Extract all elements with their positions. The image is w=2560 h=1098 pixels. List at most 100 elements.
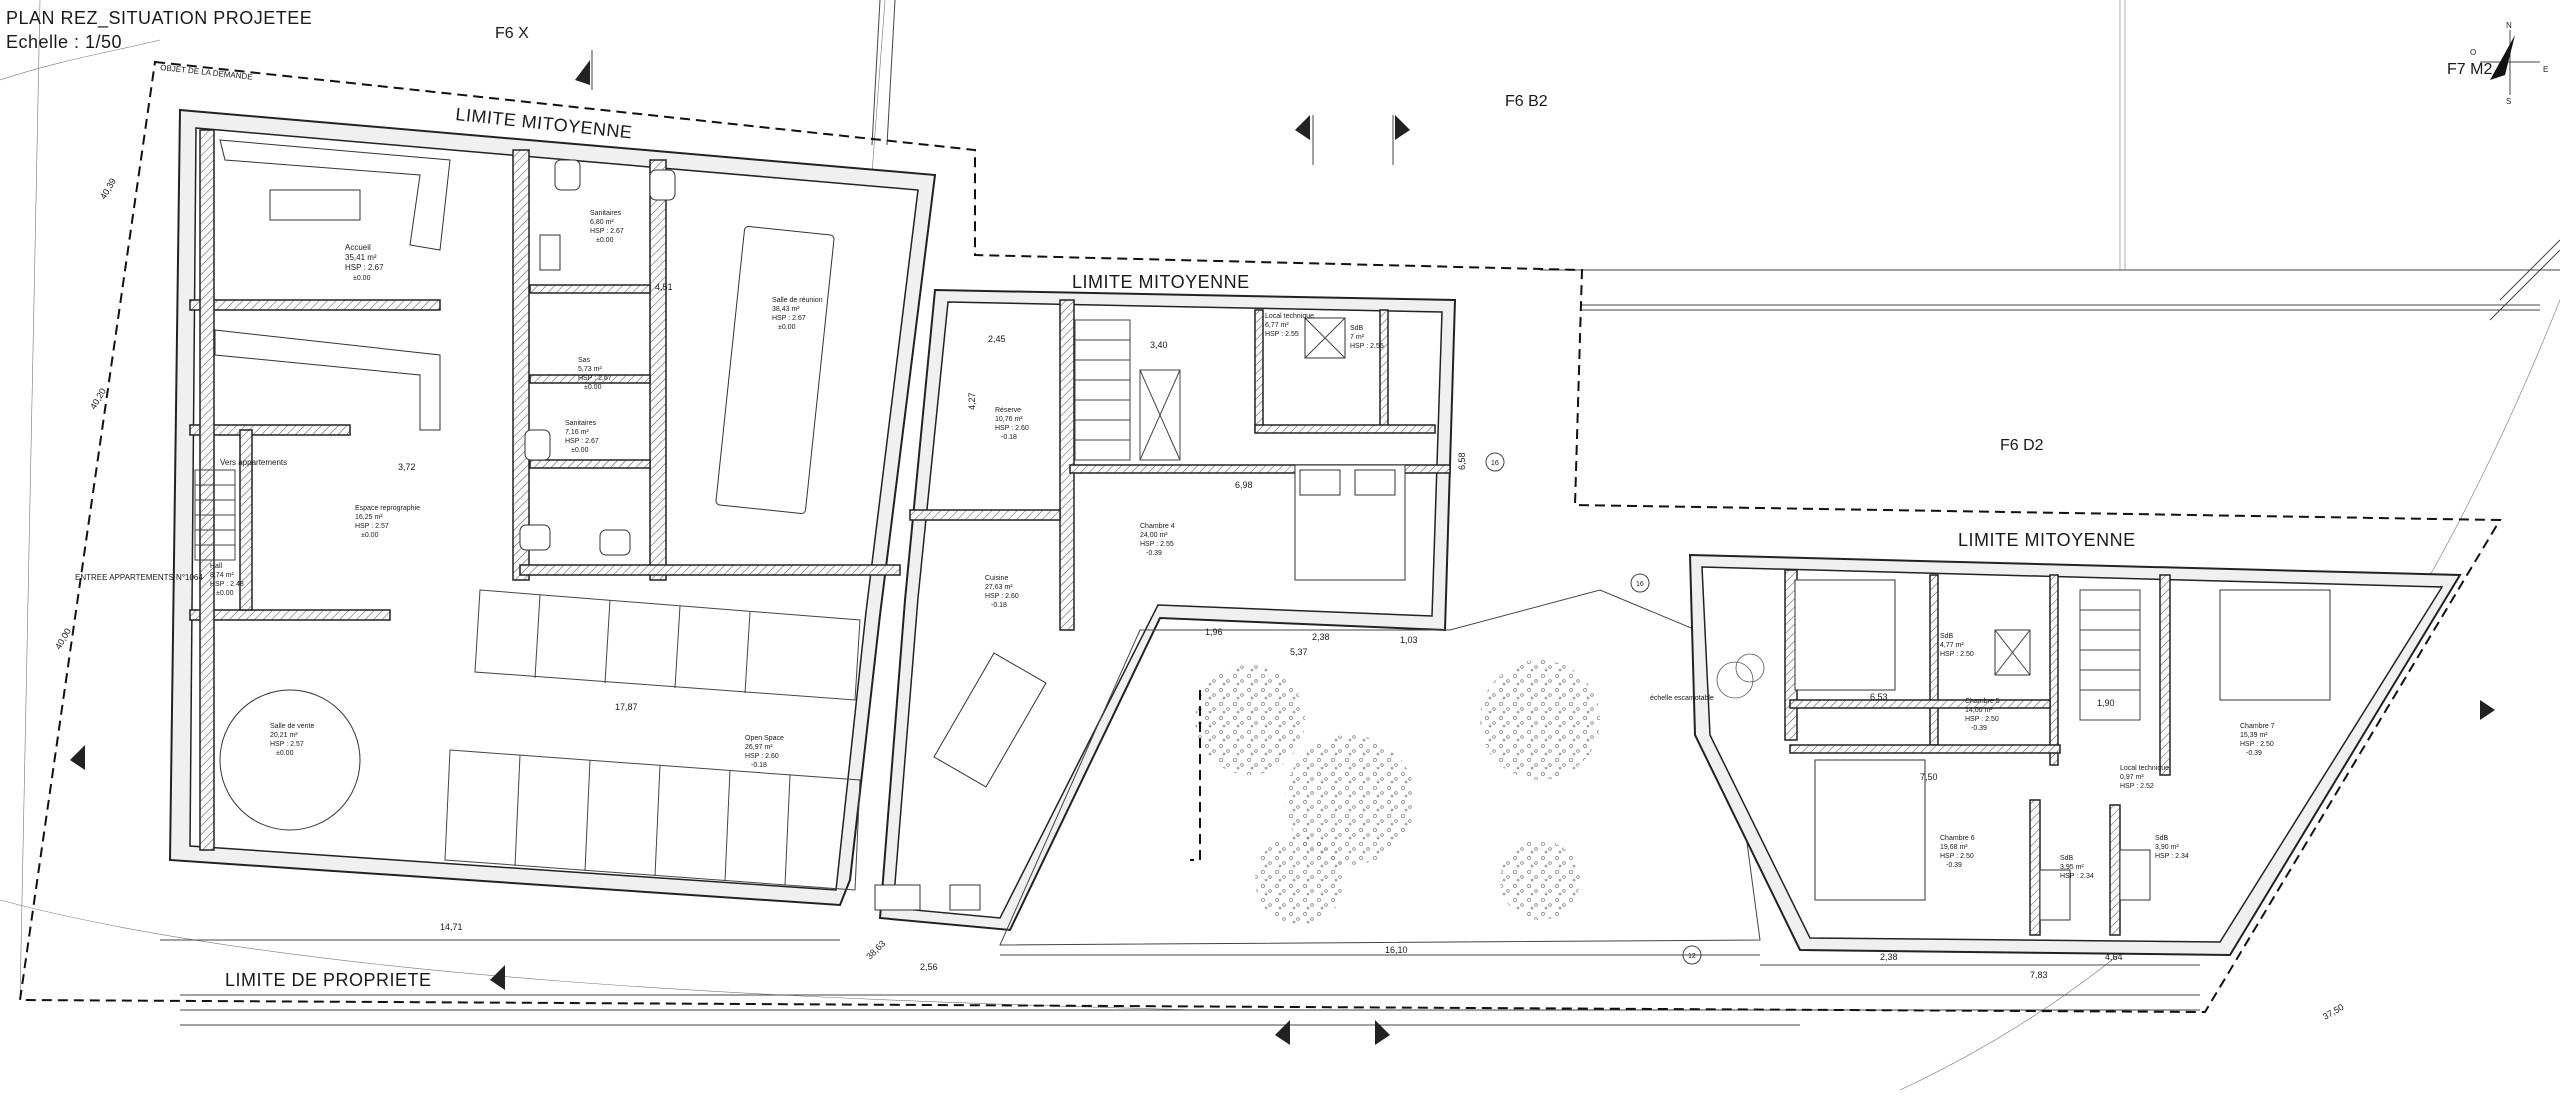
dim-mid-6: 2,38 (1312, 632, 1330, 642)
svg-text:-0.39: -0.39 (1971, 725, 1987, 732)
room-cuisine: Cuisine 27,63 m² HSP : 2.60 -0.18 (985, 575, 1019, 609)
svg-text:HSP : 2.57: HSP : 2.57 (270, 741, 304, 748)
room-open-space: Open Space 26,97 m² HSP : 2.60 -0.18 (745, 735, 784, 769)
limite-mitoyenne-right: LIMITE MITOYENNE (1958, 530, 2136, 550)
dim-bottom-3: 7,83 (2030, 970, 2048, 980)
svg-text:HSP : 2.60: HSP : 2.60 (745, 753, 779, 760)
dim-bottom-2: 16,10 (1385, 945, 1408, 955)
svg-text:±0.00: ±0.00 (596, 237, 614, 244)
svg-text:Salle de vente: Salle de vente (270, 723, 314, 730)
svg-text:HSP : 2.55: HSP : 2.55 (1265, 331, 1299, 338)
section-markers (70, 50, 2495, 1045)
parcel-f7m2: F7 M2 (2447, 61, 2492, 78)
svg-text:±0.00: ±0.00 (276, 750, 294, 757)
svg-text:HSP : 2.57: HSP : 2.57 (355, 523, 389, 530)
svg-text:Chambre 7: Chambre 7 (2240, 723, 2275, 730)
svg-text:Sas: Sas (578, 357, 591, 364)
svg-text:HSP : 2.67: HSP : 2.67 (772, 315, 806, 322)
dim-mid-8: 4,51 (655, 282, 673, 292)
svg-text:6,77 m²: 6,77 m² (1265, 322, 1289, 329)
dim-mid-10: 4,27 (967, 392, 977, 410)
svg-text:Local technique: Local technique (2120, 765, 2169, 772)
room-espace-reprographie: Espace reprographie 16,25 m² HSP : 2.57 … (355, 505, 420, 539)
svg-text:20,21 m²: 20,21 m² (270, 732, 298, 739)
svg-text:Réserve: Réserve (995, 407, 1021, 414)
svg-text:Accueil: Accueil (345, 243, 371, 252)
room-sdb-4: SdB 3,95 m² HSP : 2.34 (2060, 855, 2094, 880)
entree-appartements-label: ENTREE APPARTEMENTS N°1064 (75, 573, 203, 582)
svg-text:Open Space: Open Space (745, 735, 784, 742)
svg-text:Cuisine: Cuisine (985, 575, 1008, 582)
svg-text:-0.18: -0.18 (751, 762, 767, 769)
svg-text:15,39 m²: 15,39 m² (2240, 732, 2268, 739)
svg-text:HSP : 2.50: HSP : 2.50 (2240, 741, 2274, 748)
svg-text:-0.39: -0.39 (1946, 862, 1962, 869)
room-sdb-3: SdB 3,90 m² HSP : 2.34 (2155, 835, 2189, 860)
dim-left-1: 40,39 (98, 176, 118, 201)
svg-text:±0.00: ±0.00 (353, 275, 371, 282)
svg-text:-0.39: -0.39 (2246, 750, 2262, 757)
parcel-f6d2: F6 D2 (2000, 437, 2044, 454)
room-sdb-1: SdB 7 m² HSP : 2.55 (1350, 325, 1384, 350)
svg-text:24,00 m²: 24,00 m² (1140, 532, 1168, 539)
room-chambre-6: Chambre 6 19,68 m² HSP : 2.50 -0.39 (1940, 835, 1975, 869)
svg-text:Sanitaires: Sanitaires (590, 210, 622, 217)
svg-text:HSP : 2.52: HSP : 2.52 (2120, 783, 2154, 790)
svg-text:7 m²: 7 m² (1350, 334, 1365, 341)
svg-text:-0.39: -0.39 (1146, 550, 1162, 557)
svg-text:6,80 m²: 6,80 m² (590, 219, 614, 226)
svg-text:HSP : 2.60: HSP : 2.60 (995, 425, 1029, 432)
svg-text:Espace reprographie: Espace reprographie (355, 505, 420, 512)
svg-text:38,43 m²: 38,43 m² (772, 306, 800, 313)
limite-propriete-label: LIMITE DE PROPRIETE (225, 970, 432, 990)
svg-text:4,77 m²: 4,77 m² (1940, 642, 1964, 649)
dim-bottom-6: 2,56 (920, 962, 938, 972)
svg-text:SdB: SdB (1350, 325, 1364, 332)
room-sdb-2: SdB 4,77 m² HSP : 2.50 (1940, 633, 1974, 658)
room-chambre-4: Chambre 4 24,00 m² HSP : 2.55 -0.39 (1140, 523, 1175, 557)
svg-text:SdB: SdB (2060, 855, 2074, 862)
svg-text:10,76 m²: 10,76 m² (995, 416, 1023, 423)
room-accueil: Accueil 35,41 m² HSP : 2.67 ±0.00 (345, 243, 384, 282)
room-sas: Sas 5,73 m² HSP : 2.67 ±0.00 (578, 357, 612, 391)
dim-mid-15: 1,90 (2097, 698, 2115, 708)
room-hall: Hall 8,74 m² HSP : 2.48 ±0.00 (210, 563, 244, 597)
objet-demande-label: OBJET DE LA DEMANDE (160, 63, 253, 82)
dim-bottom-5: 2,38 (1880, 952, 1898, 962)
plan-scale: Echelle : 1/50 (6, 32, 122, 52)
dim-mid-2: 6,98 (1235, 480, 1253, 490)
echelle-escamotable-label: échelle escamotable (1650, 695, 1714, 702)
svg-text:8,74 m²: 8,74 m² (210, 572, 234, 579)
room-salle-reunion: Salle de réunion 38,43 m² HSP : 2.67 ±0.… (772, 297, 823, 331)
svg-text:Salle de réunion: Salle de réunion (772, 297, 823, 304)
svg-text:HSP : 2.60: HSP : 2.60 (985, 593, 1019, 600)
dim-bottom-7: 38,63 (864, 938, 887, 961)
parcel-f6x: F6 X (495, 25, 529, 42)
property-limits (18, 60, 2502, 1014)
dim-right-1: 37,50 (2321, 1002, 2346, 1022)
svg-text:HSP : 2.55: HSP : 2.55 (1140, 541, 1174, 548)
left-building (168, 108, 937, 907)
dim-mid-14: 7,50 (1920, 772, 1938, 782)
svg-text:Chambre 5: Chambre 5 (1965, 698, 2000, 705)
svg-text:±0.00: ±0.00 (571, 447, 589, 454)
east-label: E (2543, 65, 2548, 74)
svg-text:SdB: SdB (1940, 633, 1954, 640)
parcel-f6b2: F6 B2 (1505, 93, 1548, 110)
svg-text:35,41 m²: 35,41 m² (345, 253, 377, 262)
svg-text:HSP : 2.67: HSP : 2.67 (578, 375, 612, 382)
marker-16b: 16 (1636, 581, 1644, 588)
room-reserve: Réserve 10,76 m² HSP : 2.60 -0.18 (995, 407, 1029, 441)
dim-mid-9: 3,72 (398, 462, 416, 472)
right-building (1688, 553, 2462, 957)
plan-title: PLAN REZ_SITUATION PROJETEE (6, 8, 312, 29)
svg-text:26,97 m²: 26,97 m² (745, 744, 773, 751)
south-label: S (2506, 97, 2511, 106)
svg-text:HSP : 2.34: HSP : 2.34 (2060, 873, 2094, 880)
dim-bottom-1: 14,71 (440, 922, 463, 932)
svg-text:16,25 m²: 16,25 m² (355, 514, 383, 521)
room-local-technique-1: Local technique 6,77 m² HSP : 2.55 (1265, 313, 1314, 338)
svg-text:Chambre 4: Chambre 4 (1140, 523, 1175, 530)
svg-text:±0.00: ±0.00 (361, 532, 379, 539)
